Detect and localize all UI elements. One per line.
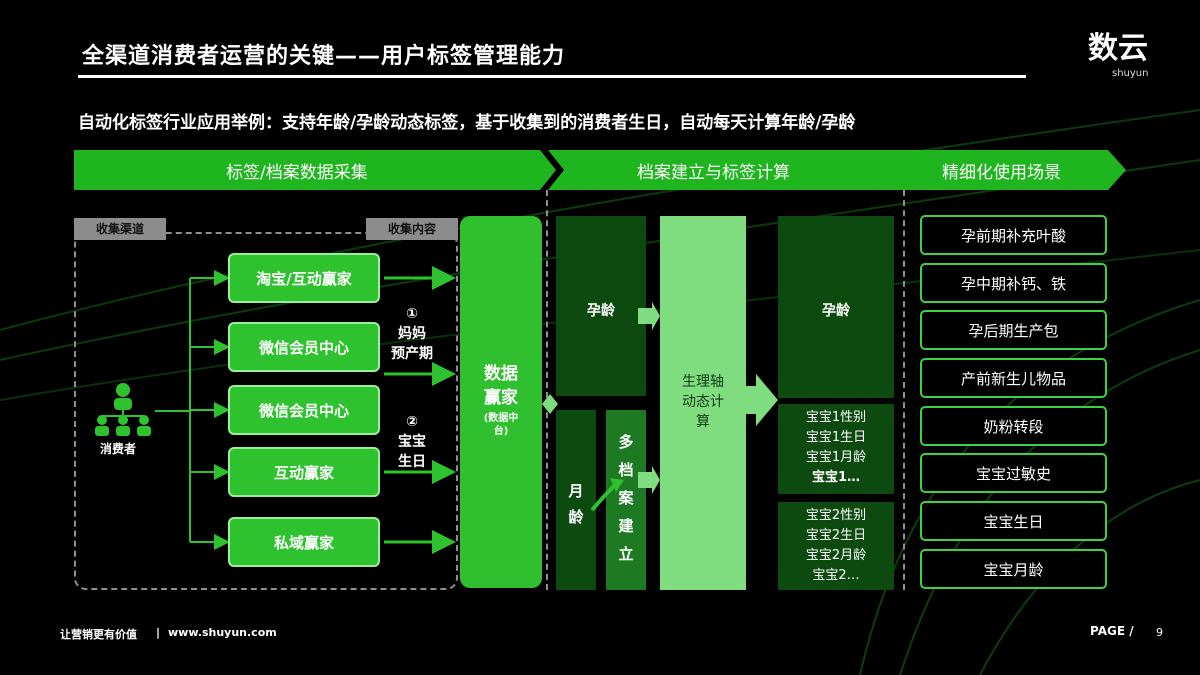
channel-wechat-2: 微信会员中心	[228, 385, 380, 435]
title-divider	[78, 75, 1026, 78]
result-pregnancy-label: 孕龄	[822, 303, 850, 319]
footer-slogan: 让营销更有价值	[60, 628, 137, 641]
hub-compute-connector	[542, 394, 558, 414]
channel-private: 私域赢家	[228, 517, 380, 567]
channel-taobao: 淘宝/互动赢家	[228, 253, 380, 303]
footer-site: www.shuyun.com	[168, 626, 277, 639]
channel-tag: 收集渠道	[74, 218, 166, 240]
channel-connectors	[155, 266, 456, 554]
data-hub-label: 数据 赢家	[484, 364, 518, 408]
consumer-group-icon	[95, 383, 151, 436]
baby2-tags: 宝宝2性别 宝宝2生日 宝宝2月龄 宝宝2…	[805, 508, 867, 583]
logo-subtext: shuyun	[1112, 68, 1149, 79]
multi-profile-label: 多 档 案 建 立	[618, 433, 634, 563]
baby2-block	[778, 502, 894, 590]
scene-item: 宝宝月龄	[920, 549, 1107, 589]
section-divider-right	[903, 190, 905, 590]
content-tag: 收集内容	[366, 218, 458, 240]
phase-compute-label: 档案建立与标签计算	[637, 163, 790, 183]
month-age-label: 月 龄	[568, 482, 584, 526]
consumer-label: 消费者	[100, 442, 137, 456]
result-pregnancy-block	[778, 216, 894, 398]
page-title: 全渠道消费者运营的关键——用户标签管理能力	[82, 44, 566, 69]
multi-profile-block	[606, 410, 646, 590]
phase-collection-label: 标签/档案数据采集	[226, 163, 368, 183]
physio-axis-label: 生理轴 动态计 算	[682, 374, 724, 430]
subtitle: 自动化标签行业应用举例：支持年龄/孕龄动态标签，基于收集到的消费者生日，自动每天…	[78, 113, 856, 133]
data-hub	[460, 216, 542, 588]
scene-item: 孕前期补充叶酸	[920, 215, 1107, 255]
baby1-block	[778, 404, 894, 494]
phase-banner	[74, 150, 1126, 190]
scene-item: 奶粉转段	[920, 406, 1107, 446]
data-hub-sublabel: (数据中 台)	[483, 413, 519, 437]
compute-arrows	[590, 302, 778, 512]
month-age-block	[556, 410, 596, 590]
section-divider-left	[546, 190, 548, 590]
page-number: 9	[1156, 626, 1163, 639]
footer-separator: |	[156, 626, 161, 639]
baby1-tags: 宝宝1性别 宝宝1生日 宝宝1月龄 宝宝1…	[805, 410, 867, 485]
scene-item: 孕后期生产包	[920, 310, 1107, 350]
scene-item: 宝宝过敏史	[920, 453, 1107, 493]
collection-region	[74, 232, 458, 590]
scene-item: 孕中期补钙、铁	[920, 263, 1107, 303]
physio-axis-block	[660, 216, 746, 590]
phase-scenes-label: 精细化使用场景	[942, 163, 1061, 183]
logo: 数云	[1088, 31, 1148, 66]
channel-interactive: 互动赢家	[228, 447, 380, 497]
scene-item: 宝宝生日	[920, 501, 1107, 541]
scene-item: 产前新生儿物品	[920, 358, 1107, 398]
content-mother-due-date: ① 妈妈 预产期	[391, 306, 433, 362]
channel-wechat-1: 微信会员中心	[228, 322, 380, 372]
page-label: PAGE /	[1090, 624, 1134, 638]
pregnancy-age-label: 孕龄	[587, 303, 615, 319]
pregnancy-age-block	[556, 216, 646, 396]
content-baby-birthday: ② 宝宝 生日	[398, 414, 426, 470]
